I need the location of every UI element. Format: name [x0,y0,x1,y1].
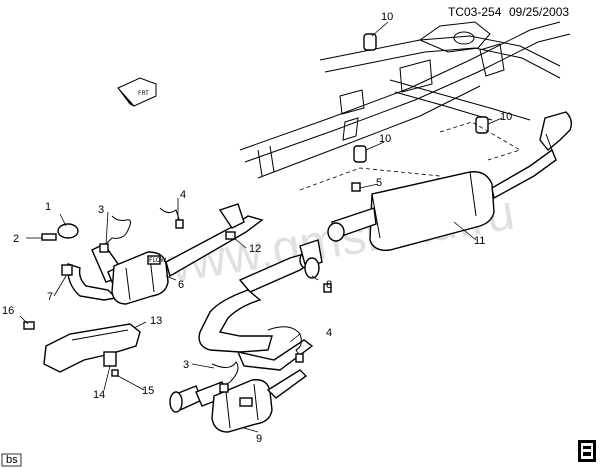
heat-shield [43,323,141,373]
callout-13: 13 [150,315,162,327]
bolt-15 [111,369,119,377]
callout-1: 1 [45,201,51,213]
oxygen-sensor-downstream-left [159,207,184,229]
front-direction-arrow: FRT [117,77,157,107]
callout-4-right: 4 [326,327,332,339]
callout-3-right: 3 [183,359,189,371]
callout-11: 11 [474,235,485,247]
oxygen-sensor-upstream-left [99,215,132,253]
callout-14: 14 [93,389,105,401]
publisher-logo [578,440,596,462]
bolt-16 [23,321,35,330]
exhaust-hanger-mid [353,145,367,163]
diagram-code: TC03-254 [448,5,502,19]
exhaust-hanger-rear [475,116,489,134]
clamp-8 [304,257,332,293]
callout-12: 12 [249,243,261,255]
bracket-14 [103,351,117,367]
catalytic-converter-right [169,289,314,433]
converter-flow-tag: FLOW [149,257,166,264]
diagram-date: 09/25/2003 [509,5,569,19]
callout-7: 7 [47,291,53,303]
stud-bolt [41,233,57,241]
exhaust-hanger-upper [363,33,377,51]
callout-10-upper: 10 [381,11,393,23]
front-label: FRT [138,90,149,97]
callout-16: 16 [2,305,14,317]
clamp-nut [61,264,73,276]
nut-5 [351,182,361,192]
callout-10-mid: 10 [379,133,391,145]
callout-10-rear: 10 [500,111,512,123]
callout-9: 9 [256,433,262,445]
callout-15: 15 [142,385,154,397]
catalytic-converter-left: FLOW [67,203,264,305]
gasket-ring [57,223,79,239]
callout-6: 6 [178,279,184,291]
callout-5: 5 [376,177,382,189]
callout-3-left: 3 [98,204,104,216]
footer-badge: bs [1,453,22,467]
callout-labels: 10 10 10 5 11 12 8 4 6 1 2 3 4 7 16 13 1… [2,11,512,445]
oxygen-sensor-upstream-right [211,361,239,393]
muffler [327,111,573,251]
footer-badge-text: bs [6,454,18,466]
callout-2: 2 [13,233,19,245]
leader-lines [19,21,503,433]
bolt-12 [225,231,236,240]
callout-4-left: 4 [180,189,186,201]
vehicle-frame [239,21,571,179]
callout-8: 8 [326,279,332,291]
